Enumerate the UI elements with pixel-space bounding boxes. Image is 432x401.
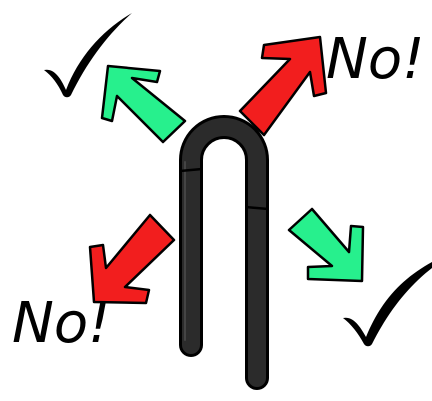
bent-rod — [180, 127, 268, 378]
label-bottom-left: No! — [12, 291, 111, 356]
arrow-down-left — [90, 215, 174, 303]
arrow-down-right — [289, 209, 363, 281]
arrow-up-left-shape — [102, 66, 185, 142]
arrow-down-right-shape — [289, 209, 363, 281]
arrow-up-right-shape — [240, 37, 326, 135]
arrow-up-right — [240, 37, 326, 135]
bent-rod-outline — [191, 127, 257, 378]
label-top-right: No! — [326, 27, 425, 92]
arrow-down-left-shape — [90, 215, 174, 303]
arrow-up-left — [102, 66, 185, 142]
